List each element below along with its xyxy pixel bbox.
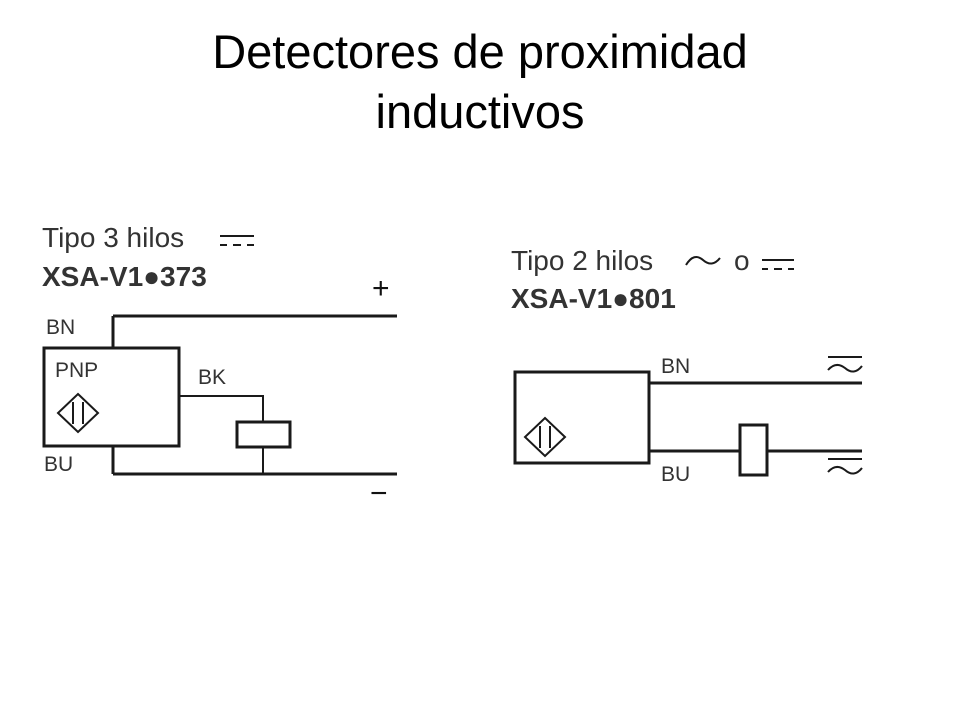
label-bn-left: BN xyxy=(46,316,75,339)
inductive-sensor-icon xyxy=(523,416,567,458)
caption-2-wire: Tipo 2 hilos xyxy=(511,245,653,276)
label-bu-right: BU xyxy=(661,463,690,486)
model-3-wire: XSA-V1●373 xyxy=(42,261,207,292)
load-3-wire xyxy=(235,420,292,449)
label-bk: BK xyxy=(198,366,226,389)
label-bu-left: BU xyxy=(44,453,73,476)
slide-title: Detectores de proximidad inductivos xyxy=(0,22,960,142)
diagram-3-wire: Tipo 3 hilos XSA-V1●373 + − BN PNP BK xyxy=(42,222,397,510)
diagram-2-wire: Tipo 2 hilos o XSA-V1●801 BN BU xyxy=(511,245,863,486)
caption-3-wire: Tipo 3 hilos xyxy=(42,222,184,253)
dc-symbol-icon xyxy=(220,235,254,246)
slide-title-line-1: Detectores de proximidad xyxy=(212,25,748,78)
dc-symbol-icon xyxy=(762,259,794,270)
load-2-wire xyxy=(738,423,769,477)
caption-or: o xyxy=(734,245,750,276)
label-bn-right: BN xyxy=(661,355,690,378)
inductive-sensor-icon xyxy=(56,392,100,434)
ac-symbol-icon xyxy=(685,255,721,266)
plus-terminal: + xyxy=(372,272,390,305)
model-2-wire: XSA-V1●801 xyxy=(511,283,676,314)
bk-wire xyxy=(179,395,264,422)
minus-terminal: − xyxy=(370,477,388,510)
ac-dc-supply-icon-bottom xyxy=(827,458,863,475)
slide-title-line-2: inductivos xyxy=(375,85,585,138)
ac-dc-supply-icon-top xyxy=(827,356,863,373)
sensor-body-2-wire xyxy=(513,370,651,465)
label-pnp: PNP xyxy=(55,359,98,382)
